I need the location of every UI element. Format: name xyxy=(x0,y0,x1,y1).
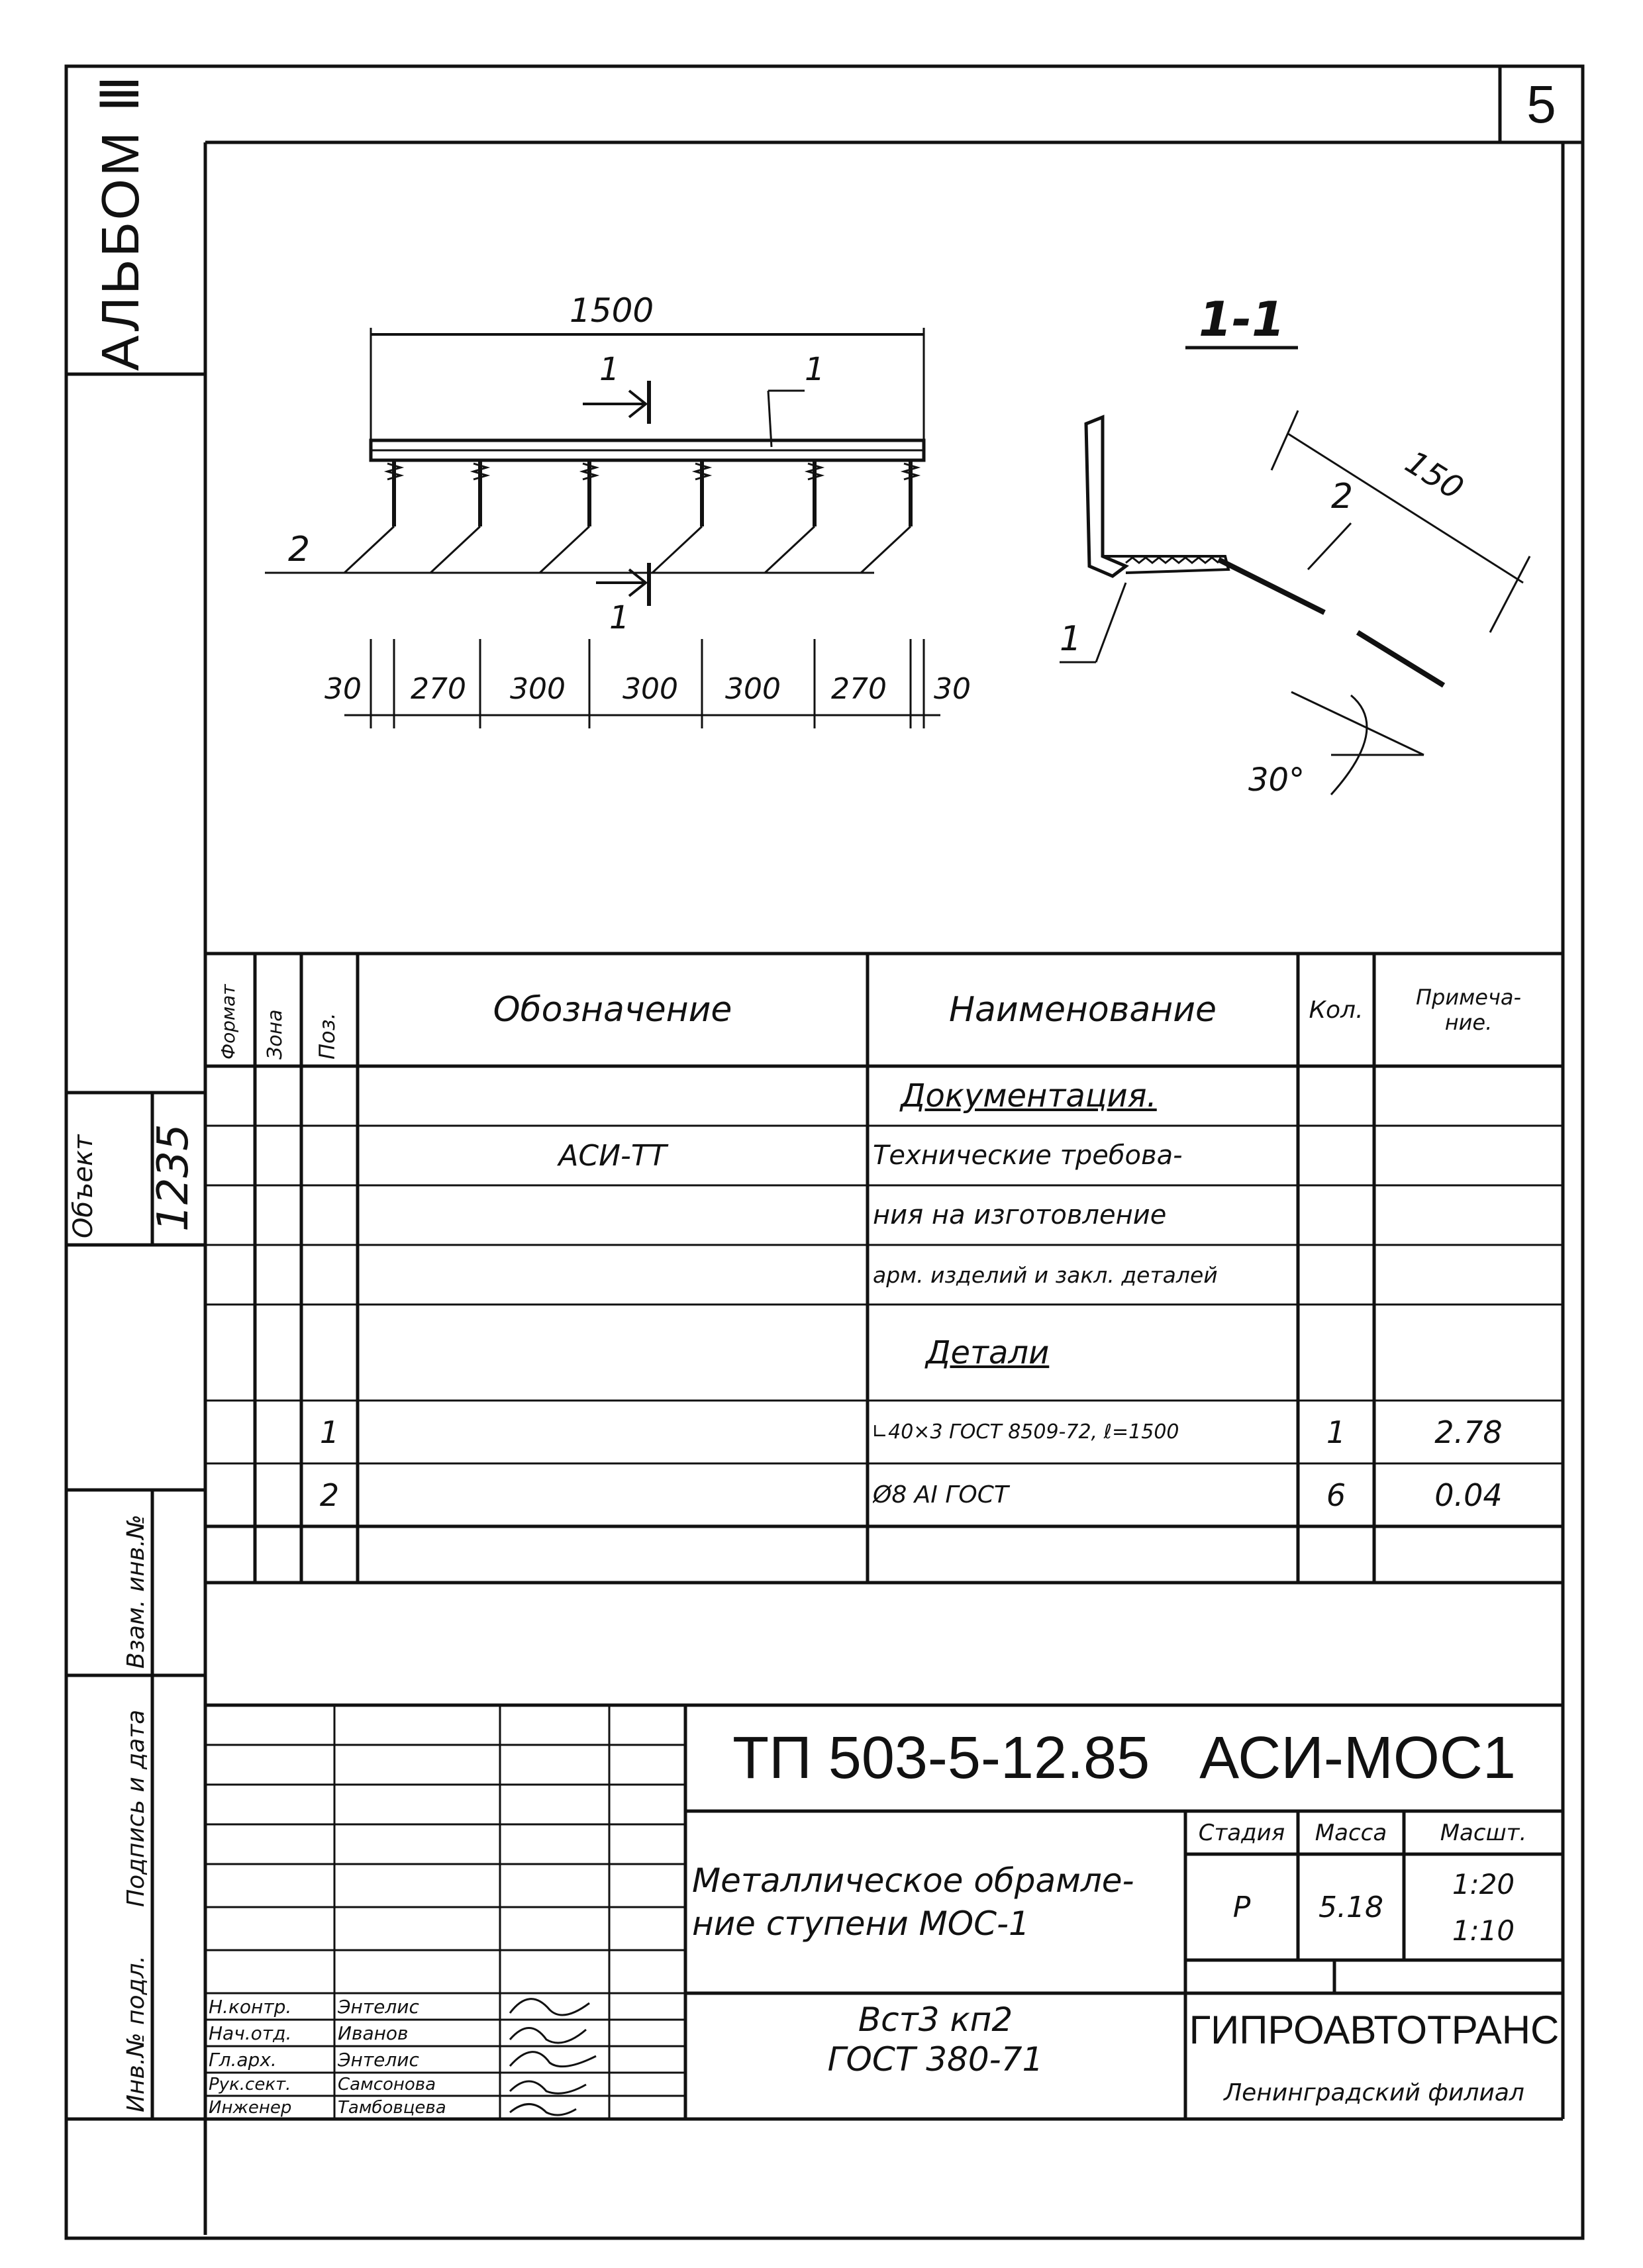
title-block-grid xyxy=(205,1703,1563,2121)
staff-role: Н.контр. xyxy=(209,1995,292,2018)
scale-value-1: 1:20 xyxy=(1452,1867,1515,1900)
scale-label: Масшт. xyxy=(1440,1819,1527,1846)
organization-name: ГИПРОАВТОТРАНС xyxy=(1189,2007,1560,2052)
document-code: ТП 503-5-12.85 АСИ-МОС1 xyxy=(732,1724,1516,1791)
spacing-dim: 300 xyxy=(622,672,678,706)
section-pos2: 2 xyxy=(1331,477,1354,517)
spacing-dim: 30 xyxy=(934,672,971,706)
row-name: Технические требова- xyxy=(873,1140,1183,1171)
leader-pos2: 2 xyxy=(288,530,311,569)
header-pos: Поз. xyxy=(315,1012,340,1060)
row-pos: 1 xyxy=(319,1414,340,1450)
row-note: 2.78 xyxy=(1434,1414,1503,1450)
sheet-number: 5 xyxy=(1526,75,1556,134)
album-label: АЛЬБОМ Ⅲ xyxy=(91,73,150,371)
row-name: Ø8 АI ГОСТ xyxy=(873,1481,1009,1508)
outer-frame xyxy=(64,64,1585,2240)
spec-table-grid xyxy=(205,952,1563,1585)
section-pos1: 1 xyxy=(1060,619,1082,659)
mass-label: Масса xyxy=(1315,1819,1387,1846)
spacing-dim: 30 xyxy=(324,672,362,706)
staff-name: Тамбовцева xyxy=(338,2097,446,2118)
row-designation: АСИ-ТТ xyxy=(558,1138,667,1173)
material-line-1: Вст3 кп2 xyxy=(858,2000,1013,2039)
material-line-2: ГОСТ 380-71 xyxy=(827,2040,1044,2079)
leader-pos1: 1 xyxy=(805,351,825,388)
staff-role: Гл.арх. xyxy=(209,2048,277,2071)
stage-label: Стадия xyxy=(1198,1819,1285,1846)
spacing-dim: 300 xyxy=(725,672,781,706)
row-qty: 6 xyxy=(1326,1477,1346,1513)
section-title: 1-1 xyxy=(1199,291,1285,347)
staff-name: Самсонова xyxy=(338,2074,436,2095)
signatures xyxy=(509,1998,597,2116)
header-designation: Обозначение xyxy=(493,990,732,1030)
header-zone: Зона xyxy=(264,1009,287,1060)
staff-name: Иванов xyxy=(338,2022,409,2044)
staff-name: Энтелис xyxy=(338,2048,419,2071)
organization-branch: Ленинградский филиал xyxy=(1224,2079,1524,2106)
row-name: арм. изделий и закл. деталей xyxy=(873,1261,1218,1288)
staff-role: Рук.сект. xyxy=(209,2074,291,2095)
inv-label: Инв.№ подл. xyxy=(123,1955,150,2112)
row-name: ния на изготовление xyxy=(873,1200,1167,1230)
section-view xyxy=(1060,346,1531,796)
angle-label: 30° xyxy=(1248,762,1305,799)
row-name: Детали xyxy=(926,1334,1050,1371)
row-name: ∟40×3 ГОСТ 8509-72, ℓ=1500 xyxy=(871,1420,1179,1444)
header-qty: Кол. xyxy=(1309,996,1364,1024)
spacing-dim: 270 xyxy=(411,672,466,706)
row-name: Документация. xyxy=(901,1077,1157,1114)
spacing-dim: 300 xyxy=(510,672,566,706)
row-note: 0.04 xyxy=(1434,1477,1503,1513)
object-label: Объект xyxy=(68,1134,99,1238)
staff-role: Инженер xyxy=(209,2097,292,2118)
spacing-dim: 270 xyxy=(831,672,887,706)
document-title: Металлическое обрамле- ние ступени МОС-1 xyxy=(692,1861,1134,1943)
dim-1500: 1500 xyxy=(570,291,654,330)
header-note: Примеча- ние. xyxy=(1415,984,1522,1035)
header-format: Формат xyxy=(217,984,239,1060)
row-pos: 2 xyxy=(319,1477,340,1513)
header-name: Наименование xyxy=(948,990,1217,1030)
scale-value-2: 1:10 xyxy=(1452,1914,1515,1947)
staff-name: Энтелис xyxy=(338,1995,419,2018)
stage-value: Р xyxy=(1232,1890,1251,1924)
sign-date-label: Подпись и дата xyxy=(123,1709,150,1907)
mass-value: 5.18 xyxy=(1319,1890,1383,1924)
row-qty: 1 xyxy=(1326,1414,1346,1450)
staff-role: Нач.отд. xyxy=(209,2022,292,2044)
section-mark-bottom: 1 xyxy=(609,599,630,636)
elevation-view xyxy=(265,328,940,728)
object-number: 1235 xyxy=(149,1124,198,1232)
section-mark-top: 1 xyxy=(599,351,620,388)
replace-label: Взам. инв.№ xyxy=(123,1514,150,1669)
